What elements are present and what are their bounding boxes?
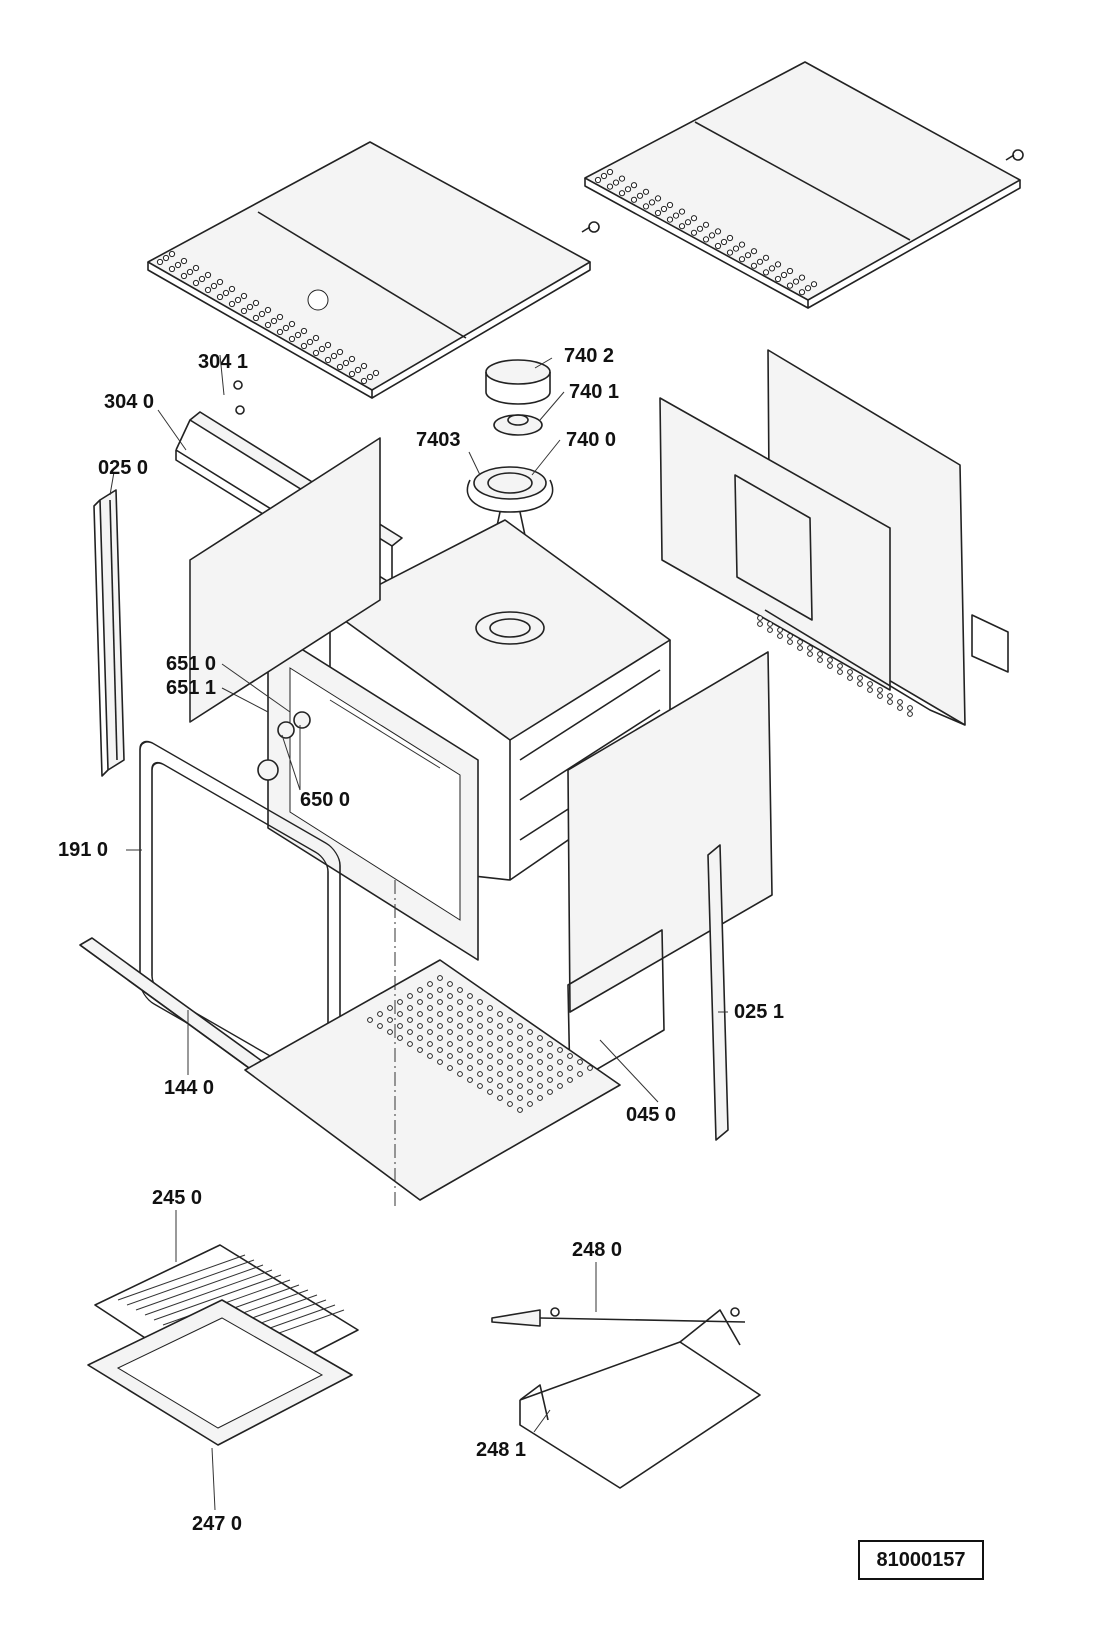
back-panel xyxy=(659,349,1009,726)
part-label-6510: 651 0 xyxy=(166,653,217,675)
part-label-1440: 144 0 xyxy=(164,1077,215,1099)
right-trim-strip xyxy=(707,844,729,1141)
part-label-7402: 740 2 xyxy=(564,345,615,367)
part-label-1910: 191 0 xyxy=(58,839,109,861)
part-label-7401: 740 1 xyxy=(569,381,620,403)
top-cover-right xyxy=(584,61,1021,309)
part-label-2480: 248 0 xyxy=(572,1239,623,1261)
knob-icon xyxy=(257,711,311,781)
spit-support xyxy=(519,1309,761,1489)
part-label-3041: 304 1 xyxy=(198,351,249,373)
screw-icon xyxy=(233,149,1024,415)
part-label-0250: 025 0 xyxy=(98,457,149,479)
part-label-3040: 304 0 xyxy=(104,391,155,413)
leader-lines xyxy=(109,354,728,1511)
baking-tray xyxy=(87,1299,353,1446)
part-label-0450: 045 0 xyxy=(626,1104,677,1126)
part-label-7403: 7403 xyxy=(416,429,461,451)
rotisserie-spit xyxy=(491,1307,746,1327)
part-label-0251: 025 1 xyxy=(734,1001,785,1023)
front-frame xyxy=(267,627,479,961)
burner-assembly xyxy=(466,359,554,621)
part-label-2450: 245 0 xyxy=(152,1187,203,1209)
part-label-2481: 248 1 xyxy=(476,1439,527,1461)
reference-number-box: 81000157 xyxy=(858,1540,984,1580)
left-trim-strip xyxy=(93,489,125,777)
left-side-panel xyxy=(189,437,381,723)
part-label-6500: 650 0 xyxy=(300,789,351,811)
top-cover-left xyxy=(147,141,591,399)
part-label-2470: 247 0 xyxy=(192,1513,243,1535)
part-label-7400: 740 0 xyxy=(566,429,617,451)
part-label-6511: 651 1 xyxy=(166,677,217,699)
bottom-plate xyxy=(244,880,621,1210)
